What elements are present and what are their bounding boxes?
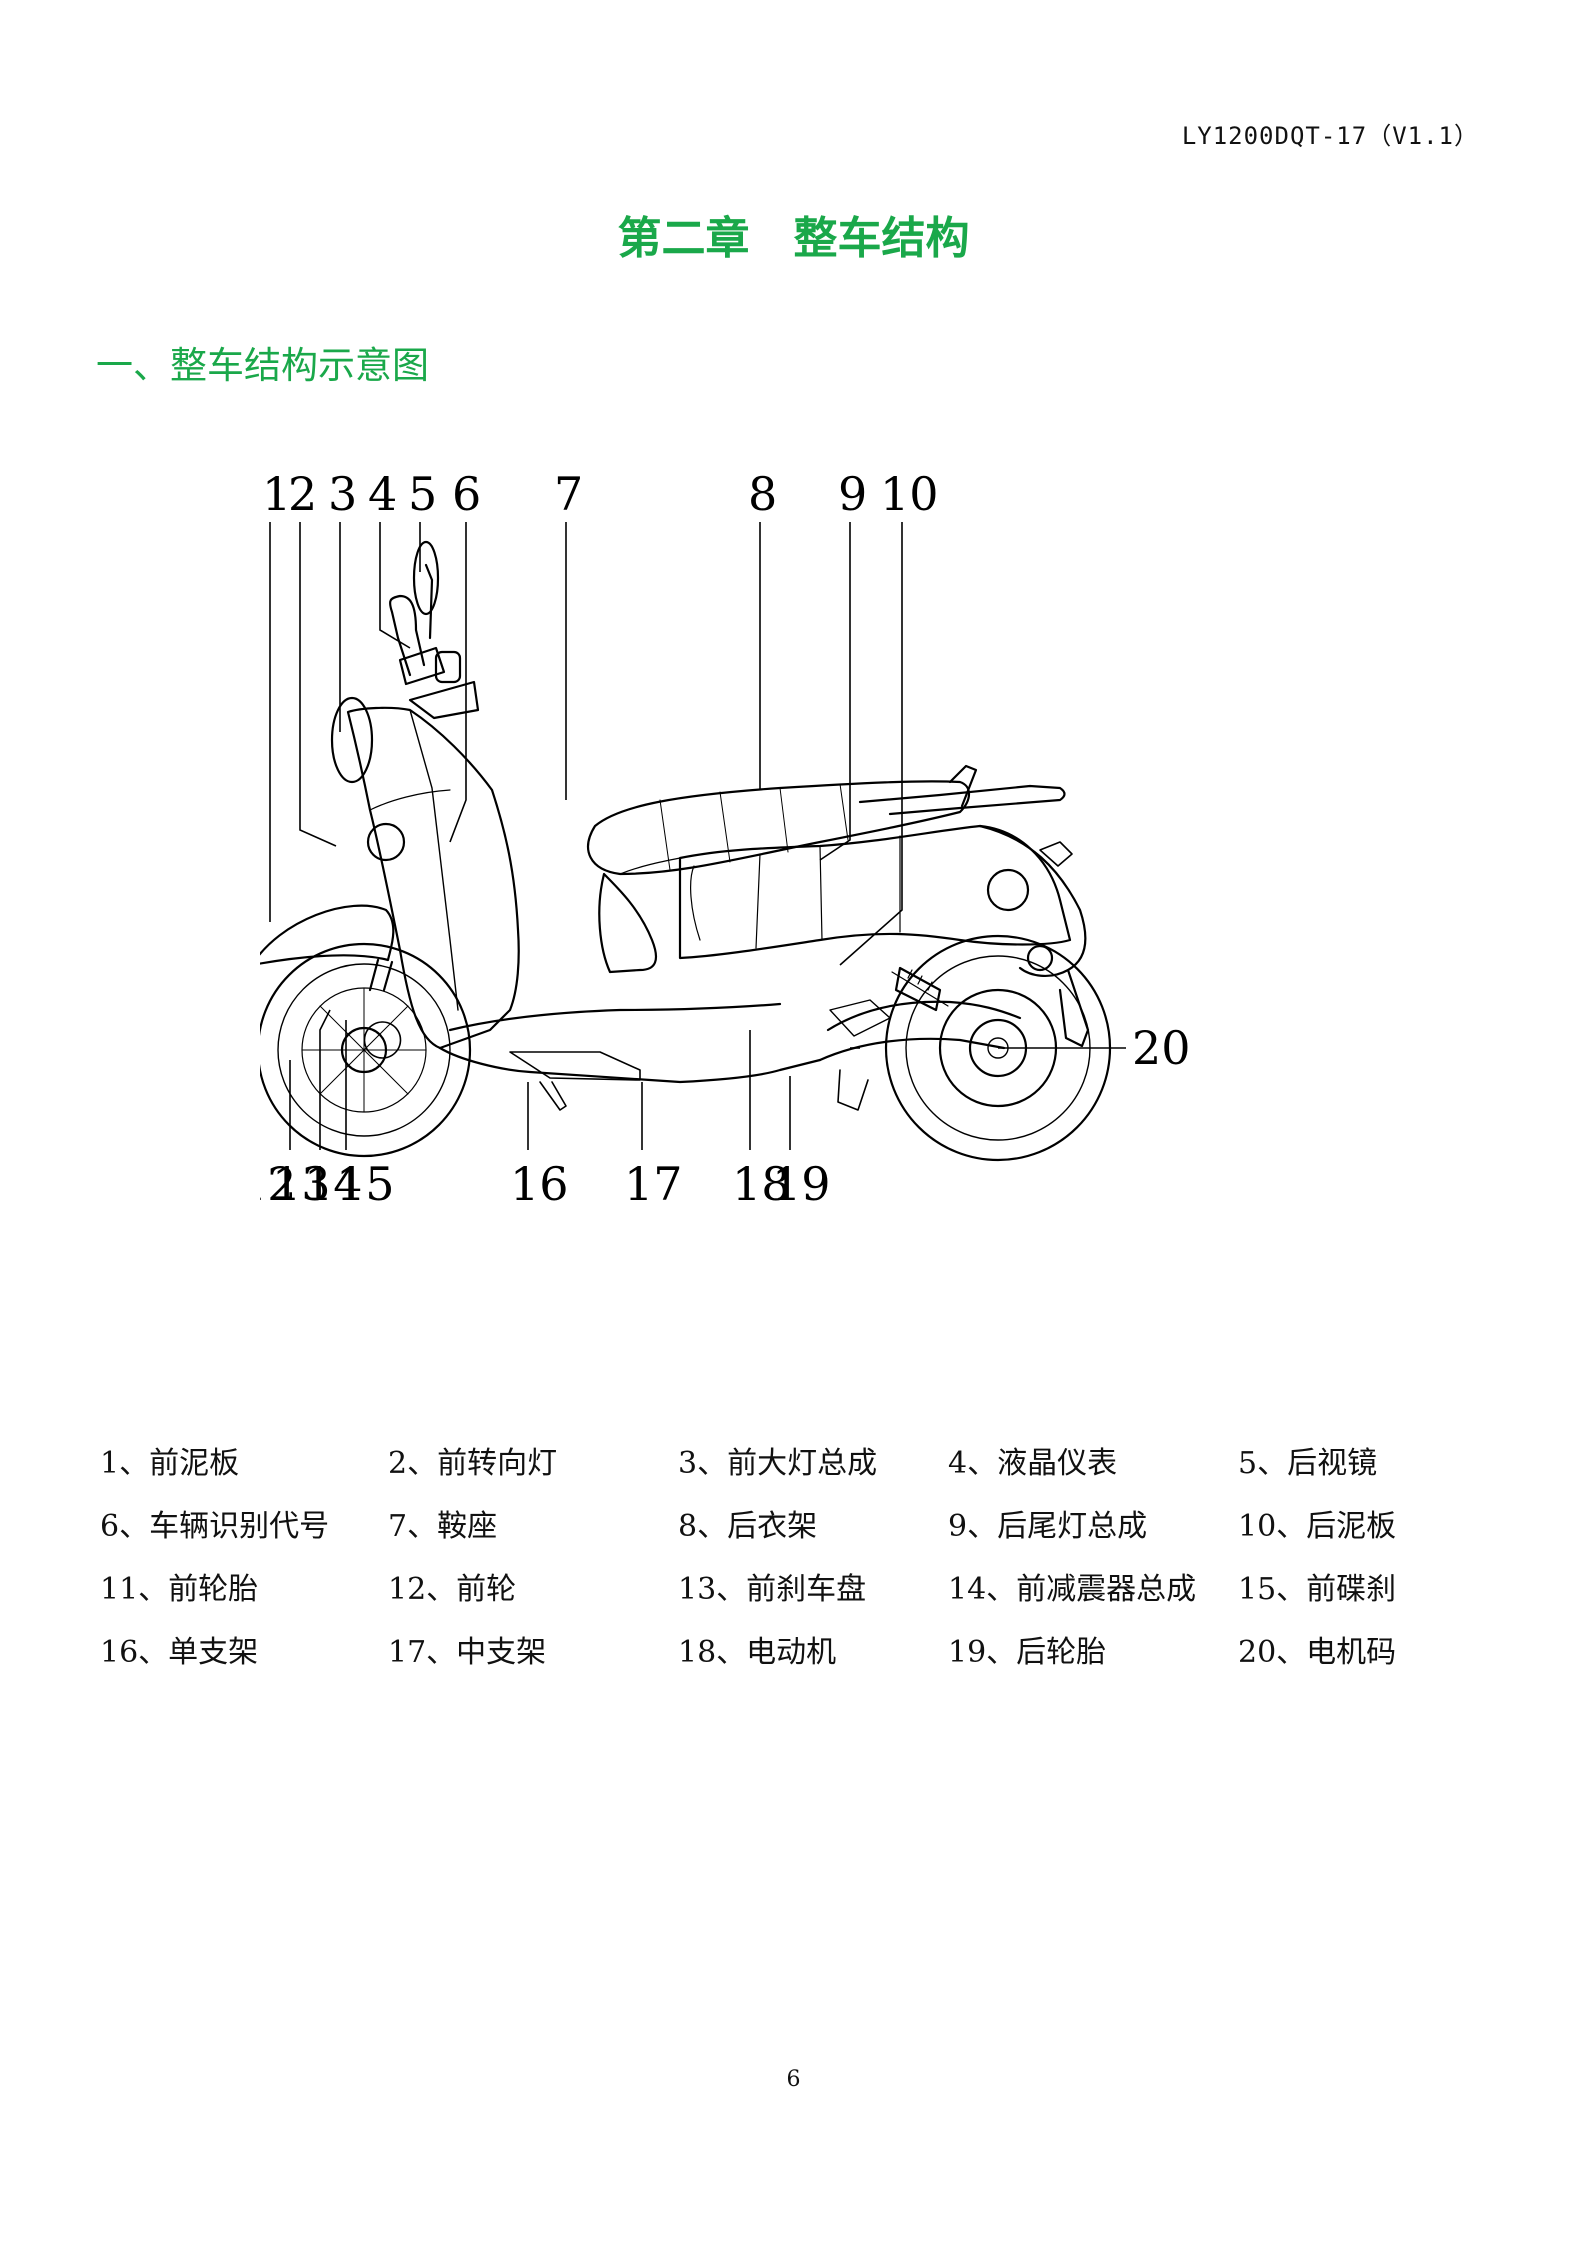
legend-item: 2、前转向灯 (388, 1446, 558, 1481)
callout-4: 4 (368, 470, 397, 521)
callout-1: 1 (262, 470, 291, 521)
legend-item: 11、前轮胎 (100, 1572, 259, 1607)
legend-item: 10、后泥板 (1238, 1509, 1397, 1544)
callout-20: 20 (1132, 1021, 1191, 1075)
legend-item: 17、中支架 (388, 1635, 547, 1670)
callout-18: 18 (732, 1157, 791, 1211)
front-tire-outline (260, 942, 472, 1158)
scooter-structure-diagram: 1 2 3 4 5 6 7 8 9 10 11 12 13 14 15 16 1… (260, 470, 1320, 1290)
callout-2: 2 (288, 470, 317, 521)
callout-14: 14 (304, 1157, 363, 1211)
callout-9: 9 (838, 470, 867, 521)
legend-item: 19、后轮胎 (948, 1635, 1107, 1670)
callout-15: 15 (336, 1157, 395, 1211)
callout-5: 5 (408, 470, 437, 521)
callout-12: 12 (260, 1157, 297, 1211)
page-number: 6 (786, 2067, 801, 2092)
callout-16: 16 (510, 1157, 569, 1211)
legend-item: 4、液晶仪表 (948, 1446, 1118, 1481)
legend-item: 6、车辆识别代号 (100, 1509, 330, 1544)
scooter-outline (260, 540, 1112, 1162)
callout-6: 6 (452, 470, 481, 521)
legend-item: 18、电动机 (678, 1635, 837, 1670)
callout-labels: 1 2 3 4 5 6 7 8 9 10 11 12 13 14 15 16 1… (260, 470, 1191, 1211)
legend-item: 5、后视镜 (1238, 1446, 1378, 1481)
document-code: LY1200DQT-17（V1.1） (1181, 122, 1479, 150)
callout-8: 8 (748, 470, 777, 521)
leader-lines (269, 522, 903, 1150)
callout-19: 19 (772, 1157, 831, 1211)
legend-item: 7、鞍座 (388, 1509, 498, 1544)
callout-13: 13 (272, 1157, 331, 1211)
legend-item: 14、前减震器总成 (948, 1572, 1197, 1607)
scooter-line-drawing: 1 2 3 4 5 6 7 8 9 10 11 12 13 14 15 16 1… (260, 470, 1191, 1211)
legend-item: 1、前泥板 (100, 1446, 240, 1481)
chapter-title: 第二章 整车结构 (617, 213, 970, 264)
legend-item: 9、后尾灯总成 (948, 1509, 1148, 1544)
callout-3: 3 (328, 470, 357, 521)
callout-7: 7 (554, 470, 583, 521)
legend-item: 16、单支架 (100, 1635, 259, 1670)
parts-legend: 1、前泥板 2、前转向灯 3、前大灯总成 4、液晶仪表 5、后视镜 6、车辆识别… (100, 1445, 1430, 1671)
legend-item: 8、后衣架 (678, 1509, 818, 1544)
section-title: 一、整车结构示意图 (96, 344, 429, 387)
legend-item: 12、前轮 (388, 1572, 517, 1607)
callout-17: 17 (624, 1157, 683, 1211)
legend-item: 20、电机码 (1238, 1635, 1397, 1670)
callout-10: 10 (880, 470, 939, 521)
legend-item: 3、前大灯总成 (678, 1446, 878, 1481)
legend-item: 13、前刹车盘 (678, 1572, 867, 1607)
legend-item: 15、前碟刹 (1238, 1572, 1397, 1607)
